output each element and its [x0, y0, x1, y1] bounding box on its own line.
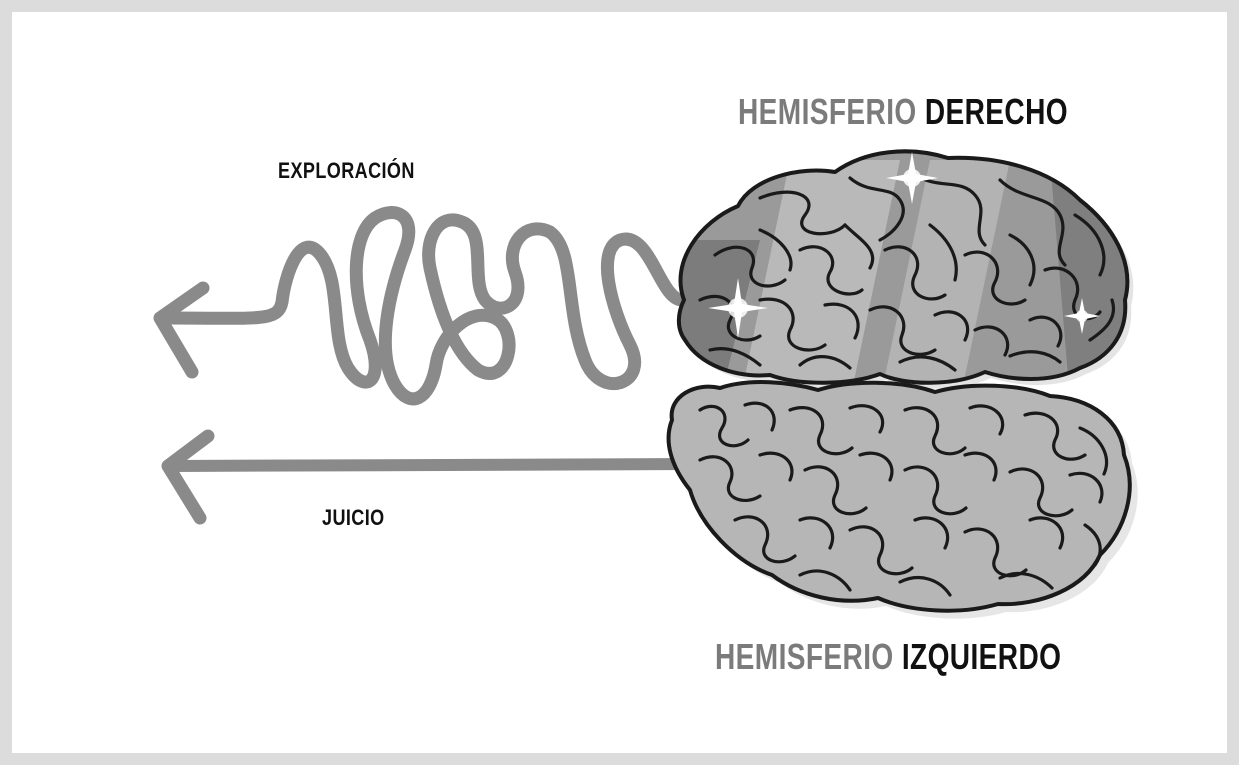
right-hemisphere: [660, 151, 1140, 400]
left-hemisphere: [669, 382, 1138, 619]
exploration-label: EXPLORACIÓN: [278, 158, 415, 184]
judgement-arrow-line: [172, 464, 690, 466]
judgement-label: JUICIO: [322, 505, 385, 531]
exploration-arrowhead: [160, 288, 203, 372]
right-hemisphere-label-prefix: HEMISFERIO: [738, 91, 917, 132]
judgement-arrowhead: [168, 436, 208, 518]
exploration-squiggle: [170, 213, 682, 399]
right-hemisphere-label: HEMISFERIO DERECHO: [738, 91, 1068, 133]
left-hemisphere-label: HEMISFERIO IZQUIERDO: [715, 636, 1061, 678]
right-hemisphere-label-name: DERECHO: [925, 91, 1068, 132]
left-hemisphere-label-prefix: HEMISFERIO: [715, 636, 894, 677]
left-hemisphere-label-name: IZQUIERDO: [902, 636, 1062, 677]
